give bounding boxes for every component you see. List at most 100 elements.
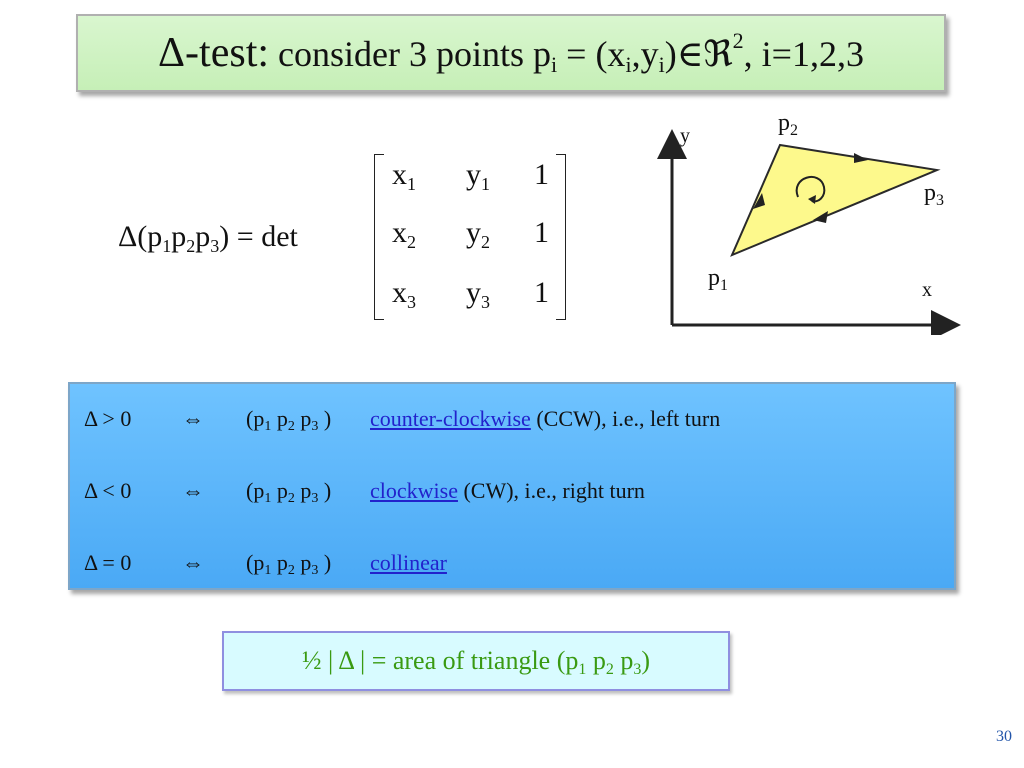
collinear-link[interactable]: collinear: [370, 550, 447, 575]
matrix-left-bracket: [374, 154, 384, 320]
cell-sub: 1: [481, 174, 490, 194]
pts-sub: 2: [287, 491, 295, 506]
rotation-arrow-icon: [795, 176, 826, 203]
pts-sub: 1: [264, 419, 272, 434]
rule-rest: (CCW), i.e., left turn: [530, 406, 721, 431]
cell-var: x: [392, 276, 407, 309]
lhs-prefix: Δ(p: [118, 220, 163, 253]
lhs-close: ) = det: [219, 220, 298, 253]
rotation-arrowhead-icon: [808, 195, 816, 204]
area-prefix: ½ | Δ | = area of triangle (p: [301, 646, 579, 675]
triangle-svg: [657, 129, 961, 335]
pts-sub: 3: [311, 419, 319, 434]
area-close: ): [641, 646, 651, 675]
title-eq: = (x: [557, 34, 626, 74]
orientation-rules-box: Δ > 0 ⇔ (p1 p2 p3 ) counter-clockwise (C…: [68, 382, 956, 590]
y-axis-label: y: [680, 125, 690, 147]
matrix-cell-x2: x2: [392, 216, 416, 252]
rule-condition: Δ < 0: [84, 478, 132, 503]
label-p: p: [778, 110, 790, 136]
pts-sub: 1: [264, 563, 272, 578]
pts-sub: 3: [311, 563, 319, 578]
rule-condition: Δ = 0: [84, 550, 132, 575]
pts-p: p: [294, 406, 312, 431]
area-sub: 1: [578, 661, 587, 678]
pts-open: (p: [246, 406, 265, 431]
label-p3: p3: [924, 180, 944, 209]
cell-sub: 3: [407, 292, 416, 312]
pts-open: (p: [246, 550, 265, 575]
determinant-equation: Δ(p1p2p3) = det x1 y1 1 x2 y2 1 x3 y3 1: [118, 150, 578, 325]
cell-var: y: [466, 216, 481, 249]
title-tail: , i=1,2,3: [743, 34, 864, 74]
lhs-sub: 3: [210, 236, 220, 256]
matrix-cell-one1: 1: [534, 158, 549, 191]
pts-close: ): [318, 406, 332, 431]
label-p2: p2: [778, 110, 798, 139]
lhs-sub: 2: [186, 236, 196, 256]
edge-arrow-p1p2: [753, 193, 765, 209]
matrix-cell-y2: y2: [466, 216, 490, 252]
matrix-cell-x3: x3: [392, 276, 416, 312]
pts-sub: 3: [311, 491, 319, 506]
cell-var: y: [466, 158, 481, 191]
title-real-symbol: ℜ: [703, 34, 733, 74]
clockwise-link[interactable]: clockwise: [370, 478, 458, 503]
pts-p: p: [271, 406, 288, 431]
rule-description: collinear: [370, 550, 447, 576]
lhs-p: p: [195, 220, 211, 253]
pts-sub: 2: [287, 563, 295, 578]
label-p: p: [924, 180, 936, 206]
cell-sub: 3: [481, 292, 490, 312]
cell-var: x: [392, 216, 407, 249]
area-sub: 3: [633, 661, 642, 678]
iff-symbol: ⇔: [182, 478, 204, 503]
cell-sub: 1: [407, 174, 416, 194]
iff-symbol: ⇔: [182, 550, 204, 575]
label-p: p: [708, 265, 720, 291]
rule-points: (p1 p2 p3 ): [246, 406, 332, 434]
cell-var: x: [392, 158, 407, 191]
title-sub: i: [658, 52, 665, 77]
pts-close: ): [318, 550, 332, 575]
title-text: consider 3 points p: [278, 34, 552, 74]
rule-description: clockwise (CW), i.e., right turn: [370, 478, 645, 504]
pts-p: p: [294, 478, 312, 503]
lhs-p: p: [171, 220, 187, 253]
matrix-cell-one2: 1: [534, 216, 549, 249]
iff-symbol: ⇔: [182, 406, 204, 431]
pts-sub: 2: [287, 419, 295, 434]
label-sub: 3: [936, 192, 944, 209]
area-p: p: [586, 646, 606, 675]
pts-sub: 1: [264, 491, 272, 506]
label-p1: p1: [708, 265, 728, 294]
area-sub: 2: [605, 661, 614, 678]
title-test-word: -test:: [185, 30, 270, 76]
pts-open: (p: [246, 478, 265, 503]
page-number: 30: [996, 728, 1012, 745]
cell-var: y: [466, 276, 481, 309]
matrix: x1 y1 1 x2 y2 1 x3 y3 1: [374, 154, 566, 320]
title-delta: Δ: [158, 30, 186, 76]
edge-arrow-p3p1: [813, 211, 828, 223]
rule-points: (p1 p2 p3 ): [246, 478, 331, 506]
matrix-cell-x1: x1: [392, 158, 416, 194]
title-sub: i: [551, 52, 558, 77]
cell-sub: 2: [407, 232, 416, 252]
x-axis-label: x: [922, 279, 932, 301]
counter-clockwise-link[interactable]: counter-clockwise: [370, 406, 531, 431]
title-sub: i: [625, 52, 632, 77]
rule-rest: (CW), i.e., right turn: [457, 478, 645, 503]
rule-description: counter-clockwise (CCW), i.e., left turn: [370, 406, 720, 432]
cell-sub: 2: [481, 232, 490, 252]
title-element-of: ∈: [676, 34, 704, 74]
title-sup: 2: [732, 28, 744, 53]
rule-points: (p1 p2 p3 ): [246, 550, 332, 578]
triangle-diagram: y x p2 p3 p1: [650, 105, 970, 335]
pts-p: p: [271, 478, 288, 503]
lhs-sub: 1: [162, 236, 172, 256]
rule-condition: Δ > 0: [84, 406, 132, 431]
pts-p: p: [271, 550, 288, 575]
pts-p: p: [294, 550, 312, 575]
matrix-cell-one3: 1: [534, 276, 549, 309]
